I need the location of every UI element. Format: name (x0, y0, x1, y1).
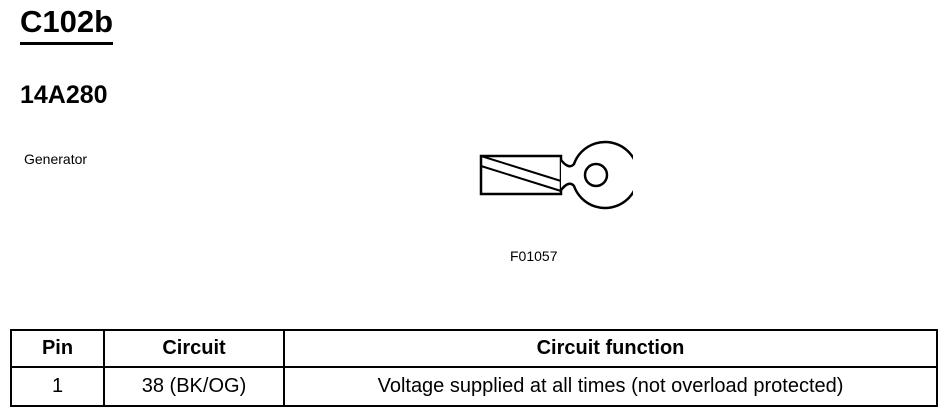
figure-code: F01057 (510, 248, 558, 264)
header-circuit-function: Circuit function (283, 329, 938, 368)
cell-circuit: 38 (BK/OG) (103, 366, 285, 407)
connector-title: C102b (20, 4, 114, 45)
table-header-row: Pin Circuit Circuit function (10, 329, 938, 368)
pin-table: Pin Circuit Circuit function 1 38 (BK/OG… (10, 329, 938, 407)
cell-circuit-function: Voltage supplied at all times (not overl… (283, 366, 938, 407)
ring-terminal-icon (479, 140, 633, 210)
header-pin: Pin (10, 329, 105, 368)
part-number: 14A280 (20, 81, 108, 109)
component-name: Generator (24, 151, 88, 167)
cell-pin: 1 (10, 366, 105, 407)
table-row: 1 38 (BK/OG) Voltage supplied at all tim… (10, 366, 938, 407)
header-circuit: Circuit (103, 329, 285, 368)
